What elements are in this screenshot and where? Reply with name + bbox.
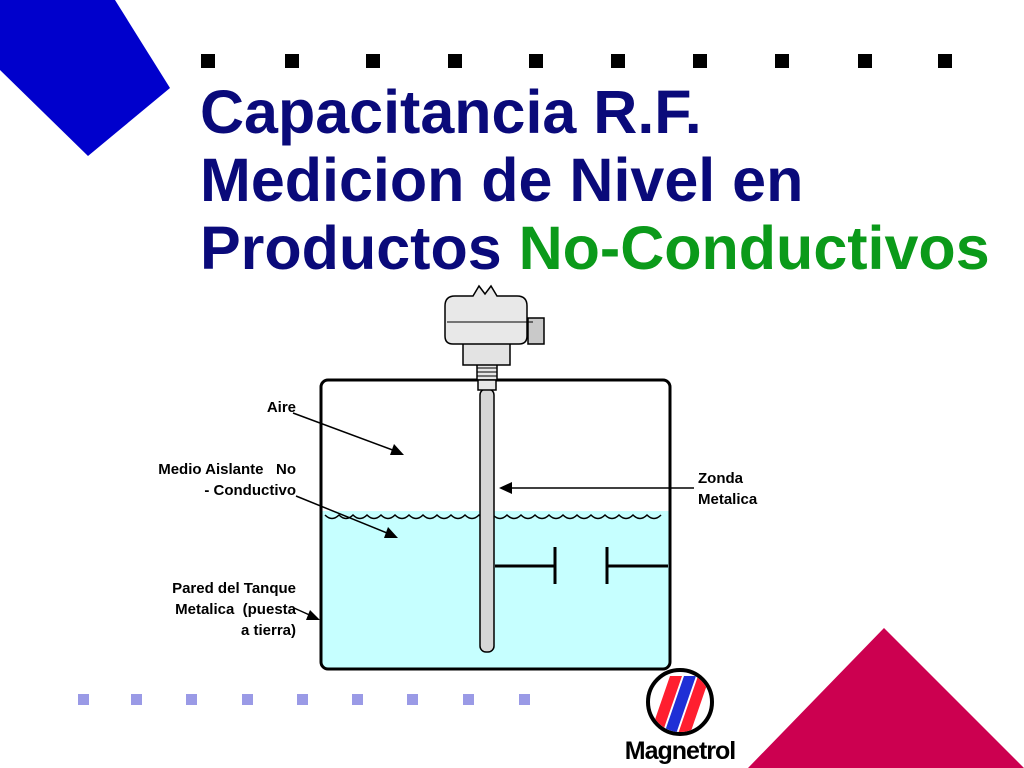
label-wall-line3: a tierra) [240,622,296,639]
label-probe: Zonda Metalica [698,468,818,510]
slide-title: Capacitancia R.F. Medicion de Nivel en P… [200,78,990,282]
label-wall-line2: Metalica (puesta [175,601,296,618]
callout-arrows [292,412,694,620]
label-air: Aire [200,397,296,418]
bottom-dotted-border [78,694,530,705]
label-medium-line2: - Conductivo [204,482,296,499]
transmitter-head-icon [444,284,545,653]
title-line-1: Capacitancia R.F. [200,78,702,146]
top-dotted-border [201,54,952,68]
capacitor-symbol-icon [495,547,668,584]
title-accent: No-Conductivos [518,214,990,282]
label-probe-line2: Metalica [698,491,758,508]
label-wall: Pared del Tanque Metalica (puesta a tier… [120,578,296,641]
tank [319,378,672,671]
label-medium-line1: Medio Aislante No [158,461,296,478]
title-line-3: Productos [200,214,519,282]
magnetrol-logo-text: Magnetrol [625,737,736,765]
red-corner-decoration [748,628,1024,768]
blue-corner-decoration [0,0,170,156]
title-line-2: Medicion de Nivel en [200,146,804,214]
label-wall-line1: Pared del Tanque [172,580,296,597]
label-air-text: Aire [266,399,296,416]
magnetrol-logo-icon [646,668,714,736]
label-medium: Medio Aislante No - Conductivo [100,459,296,501]
liquid [321,511,670,669]
label-probe-line1: Zonda [698,470,743,487]
